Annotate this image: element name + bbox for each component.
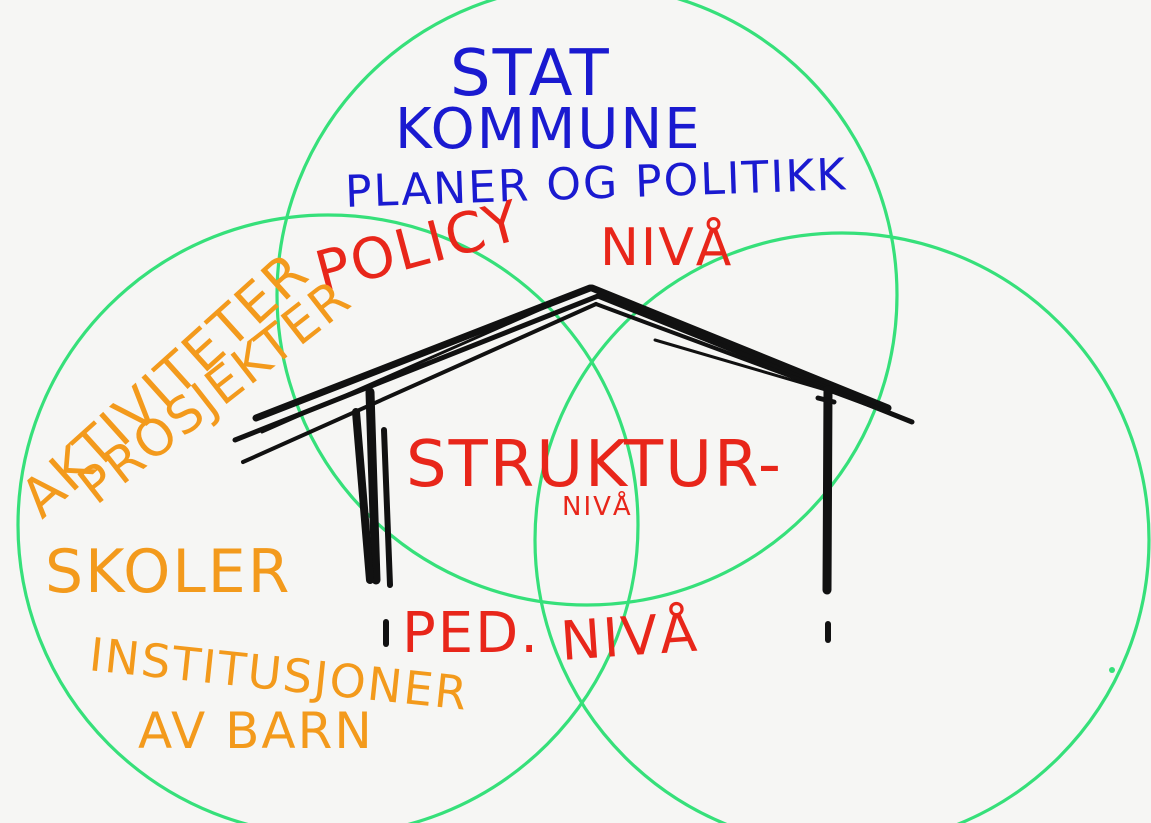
pedagogical-level-texts: PED. NIVÅ xyxy=(402,599,701,672)
label-ped: PED. xyxy=(402,601,540,666)
circle-pedagogy xyxy=(16,213,640,823)
stray-dot xyxy=(1109,667,1115,673)
label-aktiviteter: AKTIVITETER xyxy=(9,239,321,529)
circle-policy xyxy=(275,0,899,607)
label-struktur-niva: NIVÅ xyxy=(562,490,633,522)
circle-structure xyxy=(533,231,1151,823)
pedagogy-circle-texts: AKTIVITETER PROSJEKTER SKOLER INSTITUSJO… xyxy=(9,239,472,760)
label-policy-niva: NIVÅ xyxy=(600,216,733,278)
label-struktur: STRUKTUR- xyxy=(406,428,783,502)
structure-texts: STRUKTUR- NIVÅ xyxy=(406,428,783,522)
label-ped-niva: NIVÅ xyxy=(558,599,700,672)
policy-circle-texts: STAT KOMMUNE PLANER OG POLITIKK POLICY N… xyxy=(309,37,848,306)
house-sketch xyxy=(232,284,915,647)
venn-circles xyxy=(16,0,1151,823)
label-stat: STAT xyxy=(450,37,611,111)
label-av-barn: AV BARN xyxy=(138,702,374,760)
label-kommune: KOMMUNE xyxy=(395,97,702,162)
label-skoler: SKOLER xyxy=(45,537,291,607)
